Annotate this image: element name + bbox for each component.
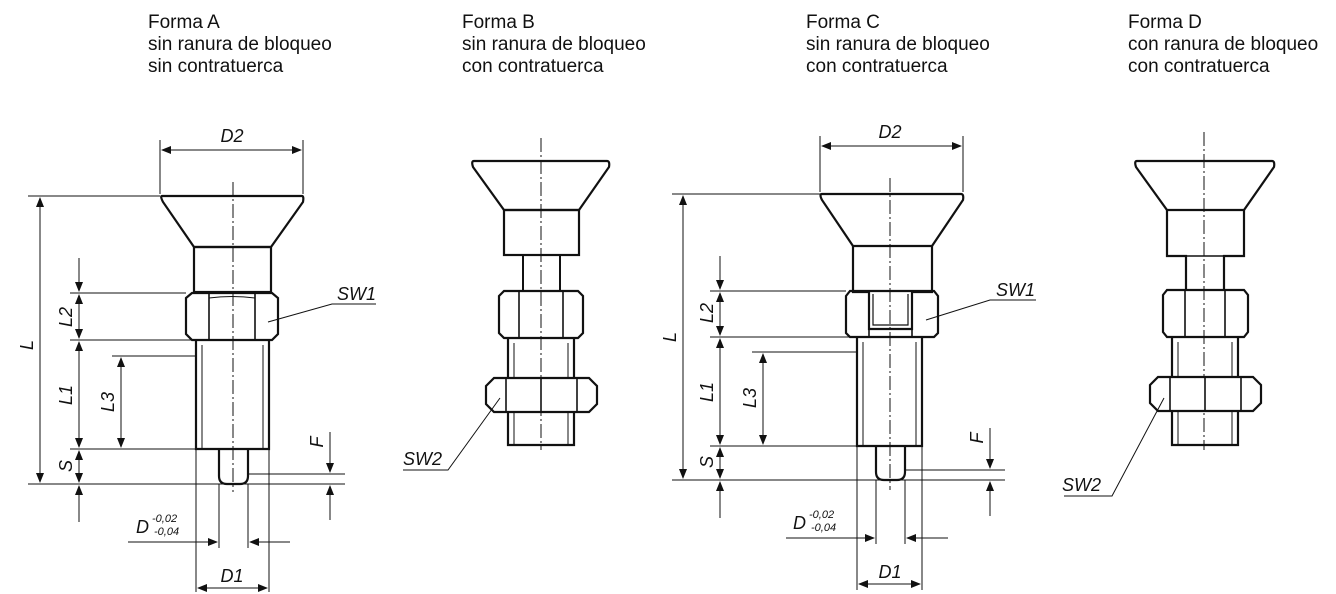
label-d1-c: D1 — [878, 562, 901, 582]
label-l-c: L — [660, 332, 680, 342]
form-b-title: Forma B — [462, 12, 535, 33]
label-d2-a: D2 — [220, 126, 243, 146]
label-sw1-c: SW1 — [996, 280, 1035, 300]
tol-upper-c: -0,02 — [809, 509, 834, 521]
label-l2-a: L2 — [56, 307, 76, 327]
form-d-title: Forma D — [1128, 12, 1202, 33]
form-a-line2: sin contratuerca — [148, 56, 284, 77]
heading-form-c: Forma C sin ranura de bloqueo con contra… — [806, 12, 990, 78]
form-c-title: Forma C — [806, 12, 880, 33]
label-d-c: D — [793, 513, 806, 533]
form-d-line1: con ranura de bloqueo — [1128, 34, 1319, 55]
label-l2-c: L2 — [697, 303, 717, 323]
pin-form-d — [1064, 132, 1276, 497]
form-a-line1: sin ranura de bloqueo — [148, 34, 332, 55]
heading-form-b: Forma B sin ranura de bloqueo con contra… — [462, 12, 646, 78]
label-d1-a: D1 — [220, 566, 243, 586]
label-l1-a: L1 — [56, 385, 76, 405]
tol-lower-c: -0,04 — [811, 522, 836, 534]
label-l-a: L — [17, 340, 37, 350]
heading-form-a: Forma A sin ranura de bloqueo sin contra… — [148, 12, 332, 78]
form-c-line1: sin ranura de bloqueo — [806, 34, 990, 55]
label-f-a: F — [307, 436, 327, 448]
form-a-title: Forma A — [148, 12, 220, 33]
label-sw2-b: SW2 — [403, 449, 442, 469]
pin-form-a — [28, 140, 376, 592]
form-d-line2: con contratuerca — [1128, 56, 1270, 77]
tol-upper-a: -0,02 — [152, 513, 177, 525]
pin-form-c — [672, 136, 1036, 590]
label-sw1-a: SW1 — [337, 284, 376, 304]
label-l3-c: L3 — [740, 388, 760, 408]
heading-form-d: Forma D con ranura de bloqueo con contra… — [1128, 12, 1318, 78]
label-l1-c: L1 — [697, 382, 717, 402]
label-d2-c: D2 — [878, 122, 901, 142]
pin-form-b — [403, 138, 611, 471]
label-f-c: F — [967, 432, 987, 444]
tol-lower-a: -0,04 — [154, 526, 179, 538]
label-d-a: D — [136, 517, 149, 537]
label-s-c: S — [697, 456, 717, 468]
label-s-a: S — [56, 460, 76, 472]
form-b-line1: sin ranura de bloqueo — [462, 34, 646, 55]
form-c-line2: con contratuerca — [806, 56, 948, 77]
label-l3-a: L3 — [98, 392, 118, 412]
label-sw2-d: SW2 — [1062, 475, 1101, 495]
form-b-line2: con contratuerca — [462, 56, 604, 77]
